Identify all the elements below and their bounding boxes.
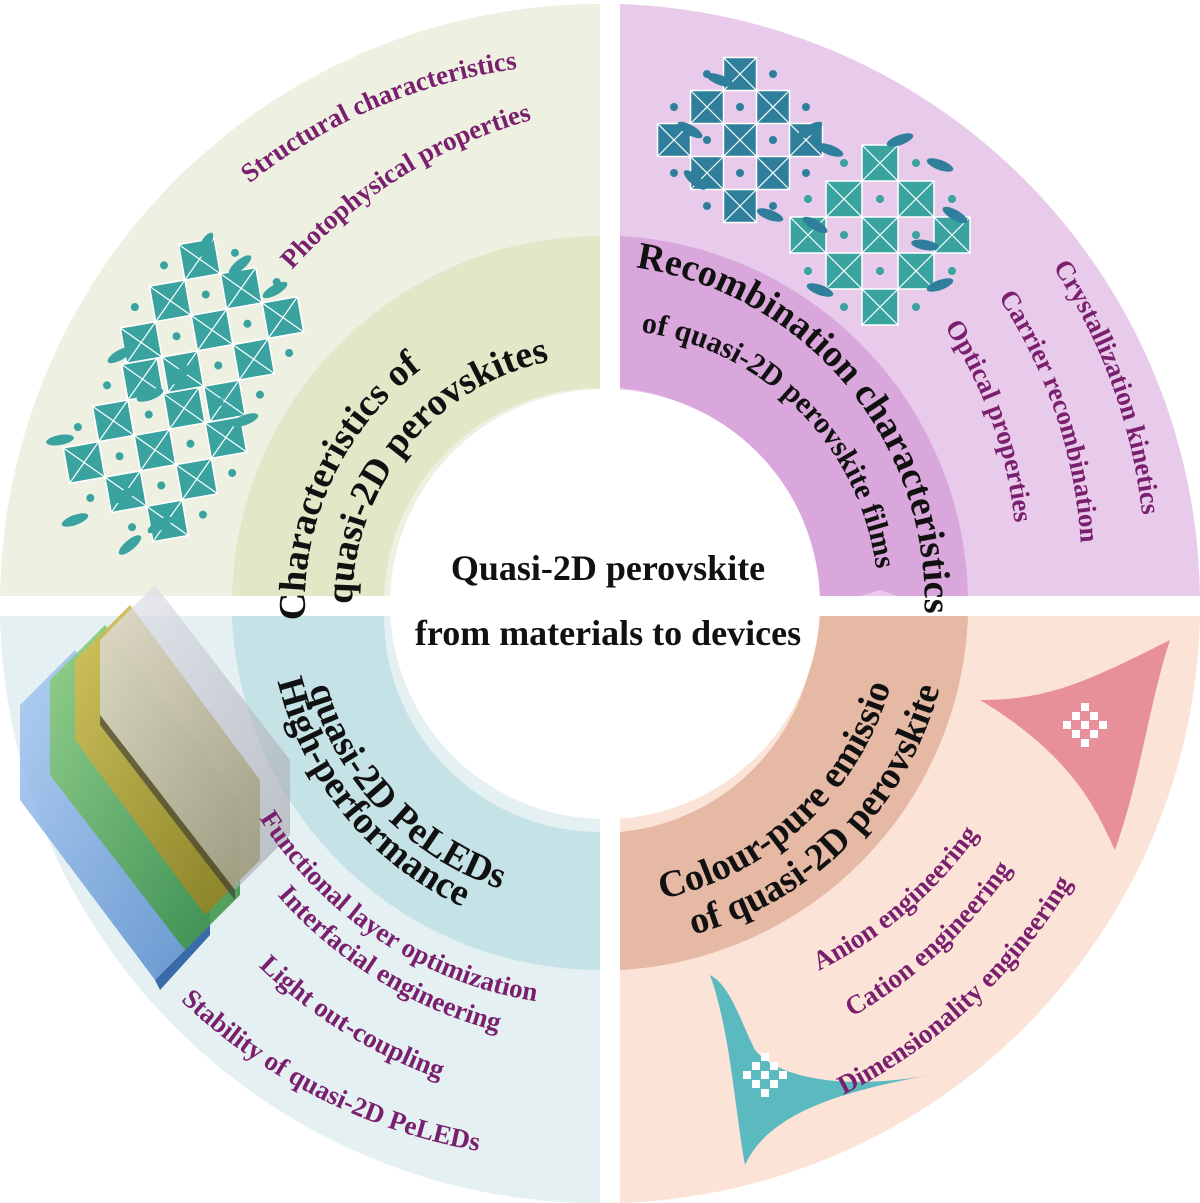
center-label: Quasi-2D perovskite from materials to de… bbox=[415, 548, 801, 653]
led-layer-stack-icon bbox=[20, 585, 290, 990]
bottom-right-inner-ring bbox=[620, 616, 968, 970]
crystal-lattice-top-right bbox=[656, 56, 971, 326]
bottom-left-inner-ring bbox=[232, 616, 600, 971]
top-left-inner-ring bbox=[232, 236, 612, 604]
crystal-lattice-top-left bbox=[46, 232, 305, 555]
center-line-1: Quasi-2D perovskite bbox=[451, 548, 765, 588]
emission-peak-teal-icon bbox=[710, 975, 930, 1165]
center-disc bbox=[390, 389, 820, 819]
emission-peak-pink-icon bbox=[980, 640, 1170, 850]
center-line-2: from materials to devices bbox=[415, 613, 801, 653]
quadrant-top-right bbox=[620, 4, 1200, 604]
top-right-inner-ring bbox=[620, 236, 969, 604]
